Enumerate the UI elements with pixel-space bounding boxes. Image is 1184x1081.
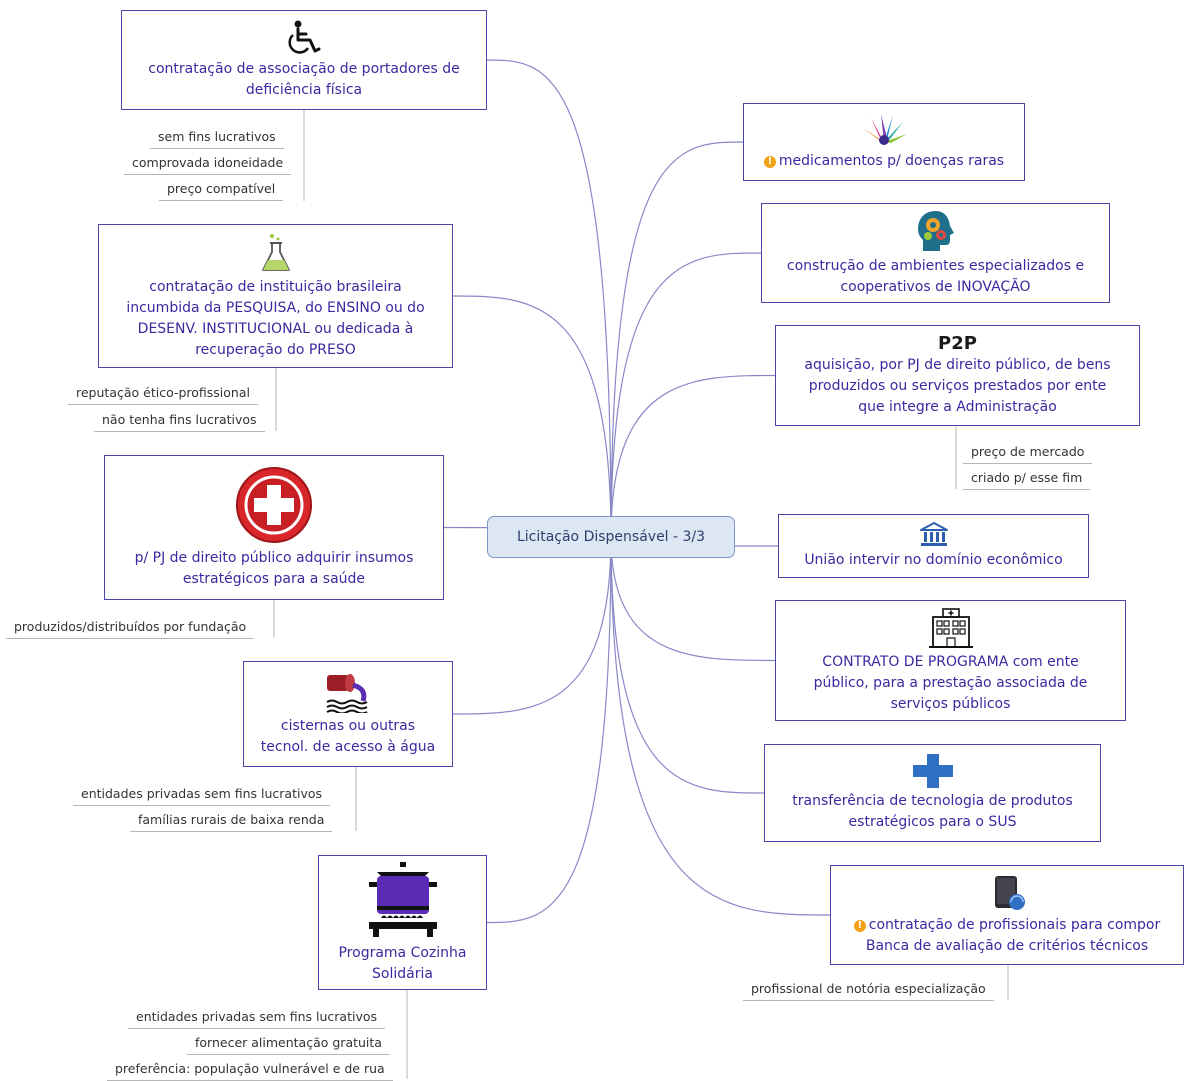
- detail-item[interactable]: entidades privadas sem fins lucrativos: [128, 1009, 386, 1029]
- warning-icon: !: [853, 919, 866, 932]
- detail-item[interactable]: preferência: população vulnerável e de r…: [107, 1061, 393, 1081]
- branch-connector: [610, 141, 744, 538]
- blue-plus-icon: [912, 753, 953, 788]
- detail-item[interactable]: criado p/ esse fim: [963, 470, 1091, 490]
- detail-item[interactable]: sem fins lucrativos: [150, 129, 284, 149]
- warning-icon: !: [763, 156, 776, 168]
- wheelchair-icon: [288, 20, 321, 54]
- lab-flask-icon: [261, 233, 290, 271]
- topic-ambientes-inovacao[interactable]: construção de ambientes especializados e…: [761, 203, 1110, 303]
- detail-item[interactable]: preço compatível: [159, 181, 284, 201]
- p2p-heading: P2P: [938, 333, 977, 354]
- branch-connector: [452, 536, 612, 715]
- detail-item[interactable]: comprovada idoneidade: [124, 155, 292, 175]
- topic-uniao-dominio-economico[interactable]: União intervir no domínio econômico: [778, 514, 1089, 578]
- topic-insumos-saude[interactable]: p/ PJ de direito público adquirir insumo…: [104, 455, 444, 600]
- topic-title: !medicamentos p/ doenças raras: [763, 151, 1004, 172]
- branch-connector: [452, 295, 612, 538]
- detail-item[interactable]: profissional de notória especialização: [743, 981, 994, 1001]
- branch-connector: [486, 536, 612, 924]
- topic-title: construção de ambientes especializados e…: [786, 257, 1085, 295]
- topic-banca-avaliacao[interactable]: !contratação de profissionais para compo…: [830, 865, 1184, 965]
- branch-connector: [610, 374, 776, 538]
- detail-item[interactable]: famílias rurais de baixa renda: [130, 812, 333, 832]
- branch-connector: [610, 536, 776, 662]
- detail-item[interactable]: produzidos/distribuídos por fundação: [6, 619, 255, 639]
- branch-connector: [486, 59, 612, 538]
- topic-title: União intervir no domínio econômico: [804, 552, 1063, 568]
- innovation-head-gears-icon: [917, 210, 954, 251]
- cooking-pot-stove-icon: [368, 862, 437, 937]
- government-building-icon: [919, 522, 948, 546]
- branch-connector: [610, 536, 765, 794]
- topic-title: aquisição, por PJ de direito público, de…: [804, 357, 1111, 415]
- topic-title: p/ PJ de direito público adquirir insumo…: [134, 550, 414, 587]
- dark-device-icon: [995, 875, 1025, 910]
- detail-item[interactable]: reputação ético-profissional: [68, 385, 258, 405]
- water-pipe-icon: [326, 673, 368, 713]
- hospital-building-icon: [928, 607, 973, 648]
- topic-medicamentos-doencas-raras[interactable]: !medicamentos p/ doenças raras: [743, 103, 1025, 181]
- red-cross-plus-icon: [236, 467, 312, 543]
- topic-associacao-deficiencia[interactable]: contratação de associação de portadores …: [121, 10, 487, 110]
- detail-item[interactable]: não tenha fins lucrativos: [94, 412, 265, 432]
- topic-title: contratação de associação de portadores …: [148, 60, 460, 98]
- detail-item[interactable]: entidades privadas sem fins lucrativos: [73, 786, 331, 806]
- rare-disease-hands-icon: [863, 114, 907, 145]
- central-topic[interactable]: Licitação Dispensável - 3/3: [487, 516, 735, 558]
- branch-connector: [610, 252, 762, 538]
- topic-title: !contratação de profissionais para compo…: [853, 915, 1160, 957]
- branch-connector: [610, 536, 831, 916]
- central-topic-label: Licitação Dispensável - 3/3: [516, 529, 706, 545]
- topic-p2p[interactable]: P2P aquisição, por PJ de direito público…: [775, 325, 1140, 426]
- detail-item[interactable]: fornecer alimentação gratuita: [187, 1035, 390, 1055]
- detail-item[interactable]: preço de mercado: [963, 444, 1093, 464]
